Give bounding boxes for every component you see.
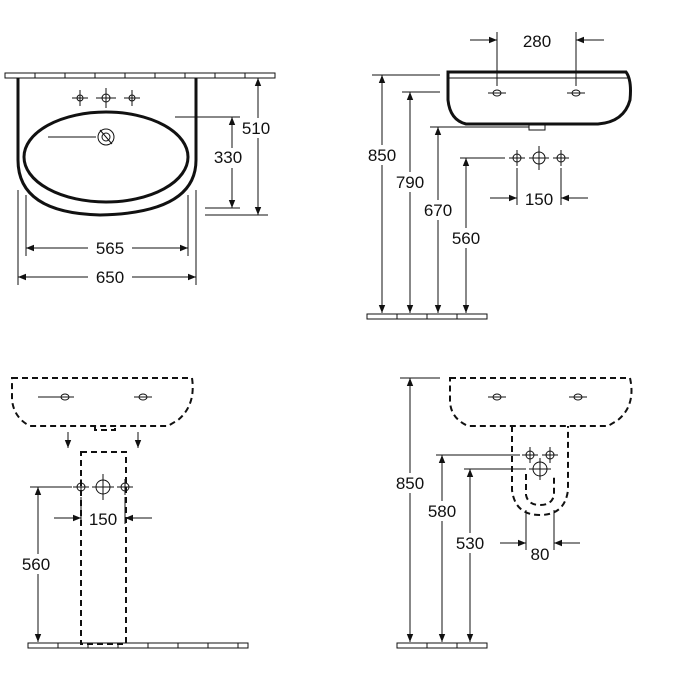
supply-markers [522,447,558,480]
dim-label-outlet-height: 670 [424,201,452,220]
basin-outline-side [446,70,632,126]
dim-label-hole-spacing: 280 [523,32,551,51]
drain-hole [97,128,115,146]
hole-marker-left [38,393,74,401]
dim-label-supply-spacing: 150 [525,190,553,209]
pedestal [80,451,127,645]
side-view: 280 150 850 790 670 5 [362,32,632,320]
semi-pedestal-view: 80 850 580 530 [390,377,633,649]
hole-marker-right [569,393,587,401]
drain-hole-inner [101,132,111,142]
dim-label-supply-spacing: 150 [89,510,117,529]
hole-marker-right [134,393,152,401]
tap-hole-marker-center [96,88,116,108]
floor-strip [396,642,488,649]
dim-label-bowl-height: 790 [396,173,424,192]
dim-label-rim-height: 850 [396,474,424,493]
floor-strip [27,642,249,649]
supply-markers [73,474,133,500]
tap-hole-marker-right [124,90,140,106]
wall-strip [4,72,276,79]
semi-pedestal [511,426,569,517]
pedestal-view: 150 560 [11,377,249,649]
dim-label-supply-height: 530 [456,534,484,553]
basin-outline-top [16,78,198,217]
floor-strip [366,313,488,320]
top-view: 565 650 510 330 [4,72,276,287]
tap-hole-marker-left [72,90,88,106]
dim-label-supply-width: 80 [531,545,550,564]
dim-label-total-width: 650 [96,268,124,287]
dim-label-rim-height: 850 [368,146,396,165]
basin-outline-semi [449,377,633,427]
dim-label-supply-height: 560 [452,229,480,248]
hole-marker-left [488,89,506,97]
hole-marker-left [488,393,506,401]
dim-label-total-depth: 510 [242,119,270,138]
basin-outline-pedestal [11,377,194,427]
bowl-outline [22,110,190,204]
dim-label-outlet-height: 580 [428,502,456,521]
hole-marker-right [567,89,585,97]
dim-label-bowl-width: 565 [96,239,124,258]
dim-label-bowl-depth: 330 [214,148,242,167]
dim-label-supply-height: 560 [22,555,50,574]
supply-markers [509,146,569,170]
